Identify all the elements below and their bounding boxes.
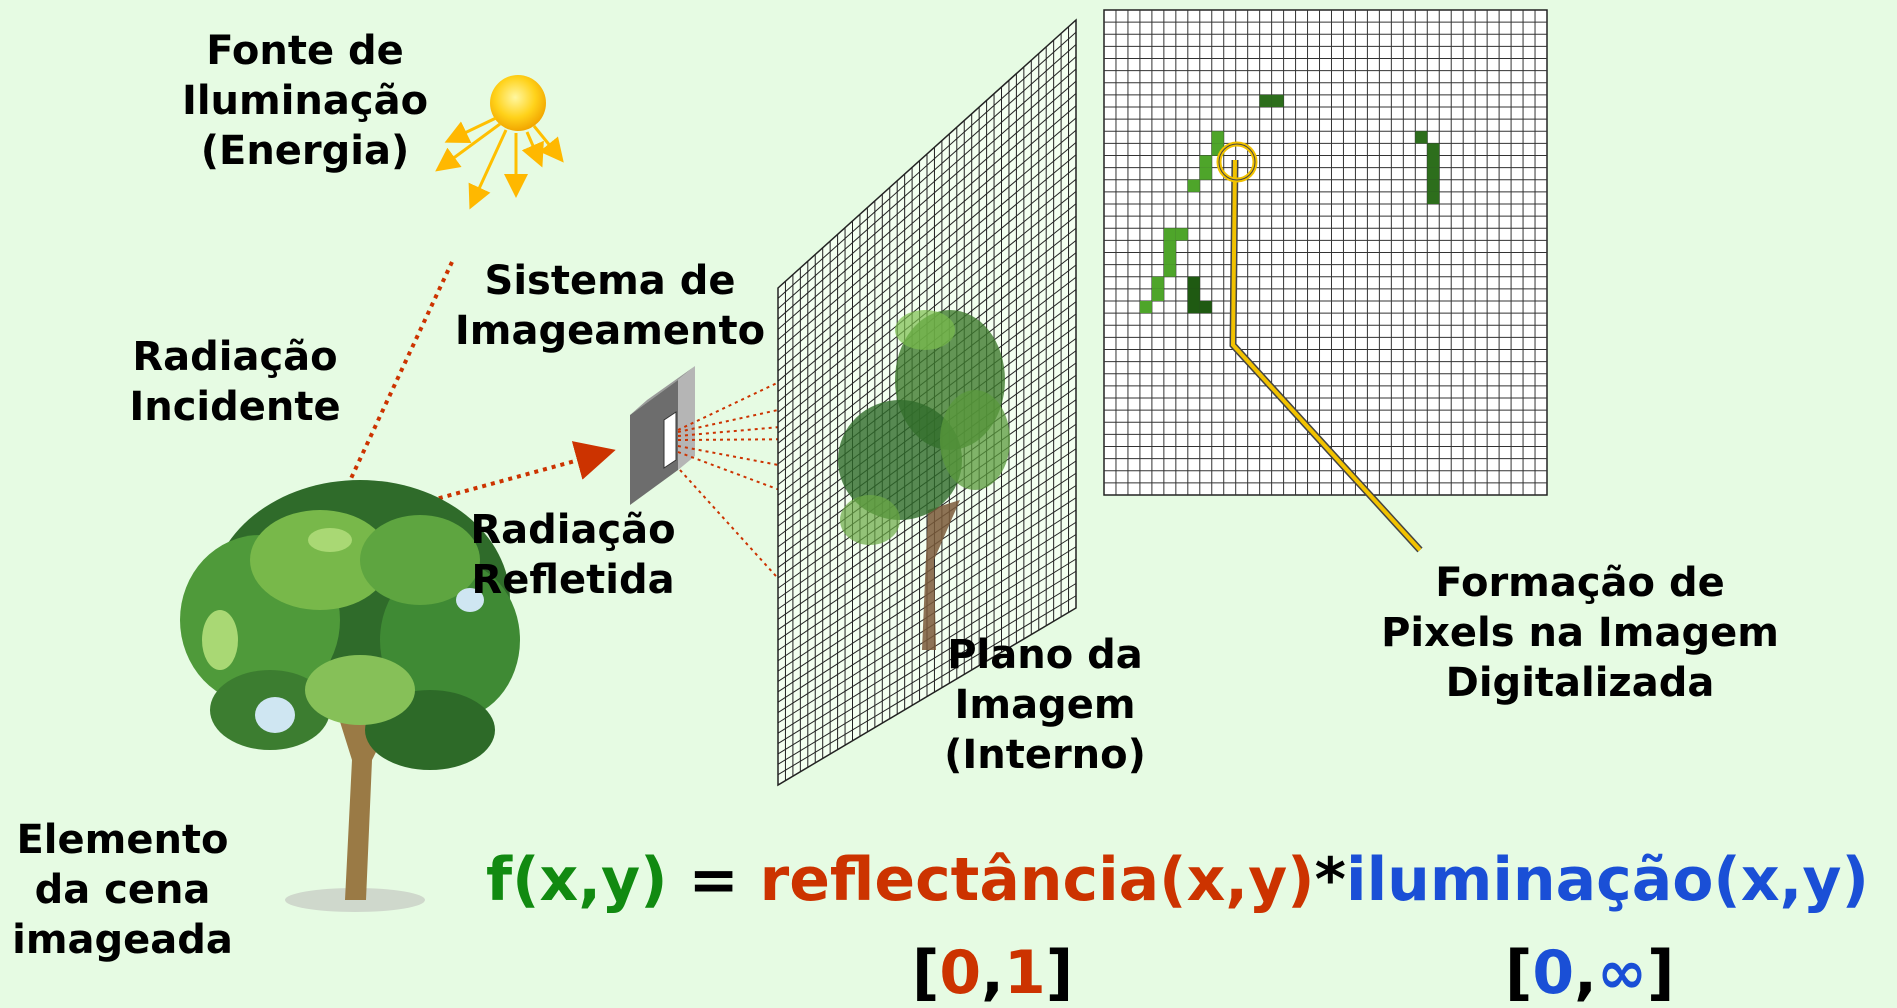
label-elemento-cena: Elemento da cena imageada xyxy=(12,817,233,963)
reflectance-range: [0,1] xyxy=(912,938,1074,1008)
imaging-system-icon xyxy=(630,366,695,505)
formula-reflectance: reflectância(x,y) xyxy=(759,845,1315,915)
label-radiacao-refletida: Radiação Refletida xyxy=(470,507,676,603)
sun-icon xyxy=(435,75,564,210)
formula-star: * xyxy=(1314,845,1346,915)
label-fonte-iluminacao: Fonte de Iluminação (Energia) xyxy=(181,28,429,174)
projected-tree-icon xyxy=(838,310,1010,650)
illumination-range: [0,∞] xyxy=(1505,938,1675,1008)
label-sistema-imageamento: Sistema de Imageamento xyxy=(454,258,766,354)
formula-equals: = xyxy=(667,845,760,915)
formula: f(x,y) = reflectância(x,y)*iluminação(x,… xyxy=(486,844,1869,916)
pixel-grid xyxy=(1103,9,1548,496)
tree-icon xyxy=(180,480,520,912)
label-plano-imagem: Plano da Imagem (Interno) xyxy=(944,632,1146,778)
label-formacao-pixels: Formação de Pixels na Imagem Digitalizad… xyxy=(1381,560,1779,706)
label-radiacao-incidente: Radiação Incidente xyxy=(129,334,341,430)
pixel-pointer xyxy=(1216,141,1423,553)
formula-f: f(x,y) xyxy=(486,845,668,915)
formula-illumination: iluminação(x,y) xyxy=(1346,845,1869,915)
